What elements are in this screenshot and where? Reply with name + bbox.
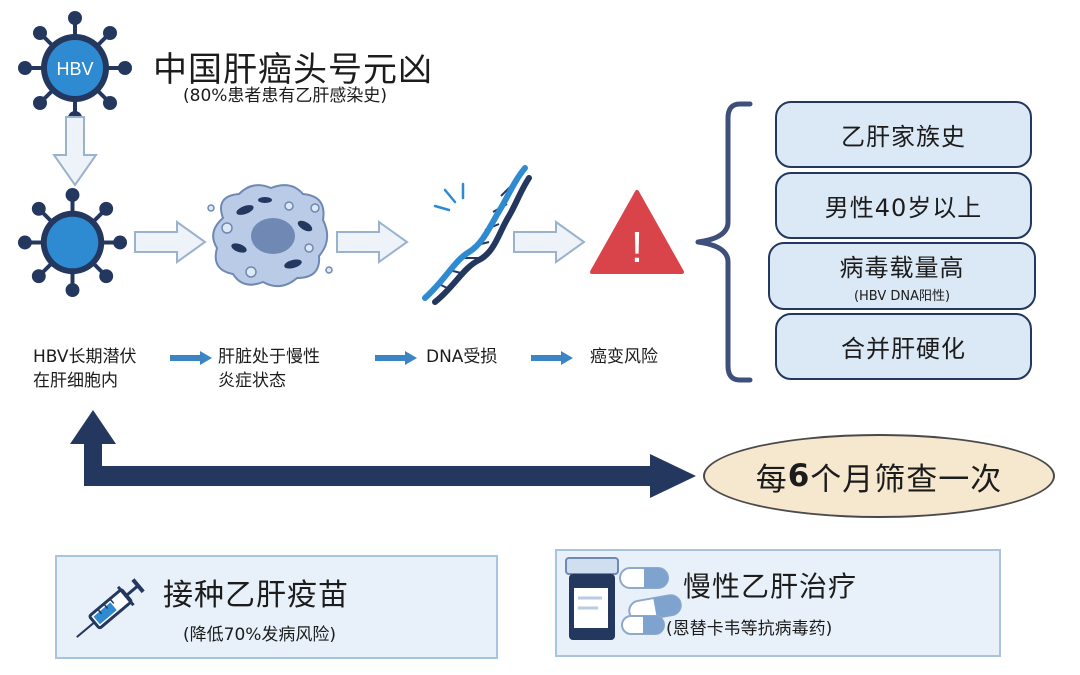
pathway-step-1: HBV长期潜伏 在肝细胞内 [33, 347, 137, 391]
capsule-icon [628, 594, 682, 622]
risk-factor-label: 男性40岁以上 [824, 194, 983, 222]
risk-factor-box: 病毒载量高 (HBV DNA阳性) [768, 242, 1036, 310]
flow-arrow-small-icon [531, 351, 573, 365]
capsule-icon [621, 615, 665, 635]
screening-loop-arrow [70, 410, 696, 498]
pathway-step-4: 癌变风险 [590, 347, 658, 367]
pill-bottle-icon [565, 557, 619, 640]
capsule-icon [619, 567, 669, 589]
vaccine-title: 接种乙肝疫苗 [163, 578, 349, 613]
vaccine-card [55, 555, 498, 659]
flow-arrow-small-icon [375, 351, 417, 365]
pathway-step-2: 肝脏处于慢性 炎症状态 [218, 347, 320, 391]
hbv-virus-icon: HBV [18, 11, 132, 125]
virus-label: HBV [56, 59, 93, 79]
treatment-note: (恩替卡韦等抗病毒药) [666, 619, 833, 639]
flow-arrow-small-icon [170, 351, 212, 365]
flow-arrow-icon [513, 220, 586, 264]
treatment-card [555, 549, 1001, 657]
hbv-virus-icon [17, 187, 128, 298]
risk-factor-box: 合并肝硬化 [775, 313, 1032, 380]
vaccine-note: (降低70%发病风险) [183, 625, 337, 645]
page-subtitle: (80%患者患有乙肝感染史) [183, 86, 388, 106]
damaged-dna-icon [422, 165, 532, 305]
page-title: 中国肝癌头号元凶 [153, 50, 433, 90]
syringe-icon [76, 578, 145, 638]
risk-factor-label: 合并肝硬化 [841, 335, 966, 363]
down-arrow-icon [52, 116, 98, 187]
risk-factor-label: 乙肝家族史 [841, 123, 966, 151]
flow-arrow-icon [336, 220, 409, 264]
flow-arrow-icon [134, 220, 207, 264]
risk-bracket [695, 101, 753, 383]
risk-factor-note: (HBV DNA阳性) [853, 289, 951, 304]
pathway-step-3: DNA受损 [426, 347, 498, 367]
treatment-title: 慢性乙肝治疗 [683, 570, 858, 603]
risk-factor-box: 男性40岁以上 [775, 172, 1032, 239]
risk-factor-label: 病毒载量高 [839, 254, 965, 282]
risk-factor-box: 乙肝家族史 [775, 101, 1032, 168]
warning-triangle-icon: ! [590, 190, 684, 274]
inflamed-liver-cell-icon [207, 184, 333, 288]
warning-symbol: ! [631, 223, 643, 272]
